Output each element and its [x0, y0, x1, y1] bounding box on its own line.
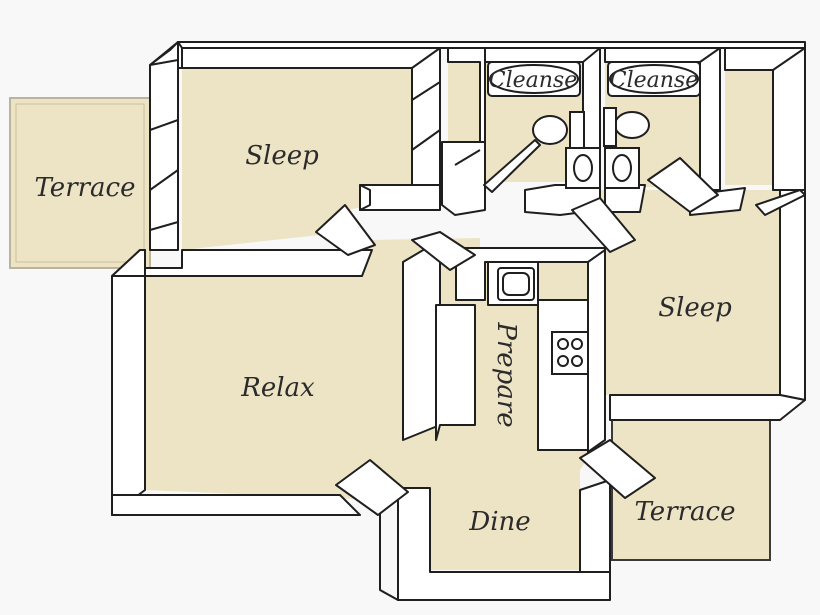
wall-closet-left-bottom: [441, 141, 486, 216]
wall-bath-left-top: [484, 47, 601, 63]
wall-bedroom-left-edge: [149, 41, 179, 66]
walls: [111, 41, 806, 601]
doors: [315, 139, 719, 516]
door-sleep-right: [571, 197, 636, 253]
door-sleep-left: [315, 204, 376, 256]
toilet-right: [614, 111, 650, 139]
bathtub-right-basin: [609, 64, 699, 94]
wall-seam-1: [149, 119, 179, 131]
label-bath-right: Cleanse: [610, 68, 698, 93]
fixtures: [487, 61, 701, 375]
wall-bath-right-side: [699, 47, 721, 191]
wall-closet-right-side: [772, 47, 806, 191]
door-entry: [335, 459, 409, 516]
wall-sleep-right-bottom: [609, 394, 806, 421]
label-sleep-left: Sleep: [245, 141, 319, 171]
stove-burner-2: [571, 338, 583, 350]
room-labels: Terrace Sleep Cleanse Cleanse Sleep Rela…: [34, 68, 735, 537]
bathtub-left-basin: [489, 64, 579, 94]
toilet-left-tank: [569, 111, 585, 153]
door-closet-right: [647, 157, 719, 213]
wall-sleep-right-corner: [755, 189, 806, 216]
label-bath-left: Cleanse: [489, 68, 577, 93]
stove-burner-1: [557, 338, 569, 350]
wall-living-bottom: [111, 494, 361, 516]
label-prepare: Prepare: [491, 321, 521, 427]
wall-top-bedroom: [181, 47, 441, 69]
kitchen-sink: [497, 267, 535, 301]
stove: [551, 331, 589, 375]
label-dine: Dine: [468, 507, 530, 537]
door-terrace-right: [579, 439, 656, 499]
bathtub-left: [487, 61, 581, 97]
label-sleep-right: Sleep: [658, 293, 732, 323]
wall-sleep-right-outer: [779, 189, 806, 401]
wall-seam-6: [454, 149, 481, 166]
wall-bath-right-bottom: [604, 184, 646, 213]
wall-dine-right: [579, 479, 611, 573]
terrace-left-border: [15, 103, 145, 263]
label-relax: Relax: [240, 373, 315, 403]
wall-seam-5: [411, 129, 441, 151]
stove-burner-4: [571, 355, 583, 367]
label-terrace-left: Terrace: [34, 173, 135, 203]
wall-bedroom-left-outer: [149, 41, 179, 251]
sink-left: [573, 154, 593, 182]
label-terrace-right: Terrace: [634, 497, 735, 527]
closet-left-floor: [448, 62, 480, 142]
bathtub-right: [607, 61, 701, 97]
wall-kitchen-counter-left: [435, 304, 476, 441]
wall-kitchen-right: [587, 249, 606, 453]
kitchen-sink-basin: [502, 272, 530, 296]
sleep-right-floor: [600, 190, 780, 395]
wall-bedroom-bottom-stub: [359, 184, 371, 211]
wall-bedroom-bottom-right: [359, 184, 441, 211]
wall-seam-2: [149, 169, 179, 191]
closet-right-floor: [725, 70, 773, 185]
sink-right: [612, 154, 632, 182]
wall-living-left-top: [111, 249, 146, 277]
wall-kitchen-left: [402, 245, 441, 441]
toilet-right-tank: [603, 107, 617, 147]
toilet-left: [532, 115, 568, 145]
wall-living-left: [111, 249, 146, 516]
main-floor: [145, 238, 600, 570]
terrace-left-floor: [9, 97, 151, 269]
stove-burner-3: [557, 355, 569, 367]
wall-seam-4: [411, 81, 441, 101]
wall-seam-3: [149, 221, 179, 231]
door-bath-left: [483, 139, 541, 193]
door-hall: [411, 231, 476, 271]
sleep-left-floor: [182, 68, 440, 250]
